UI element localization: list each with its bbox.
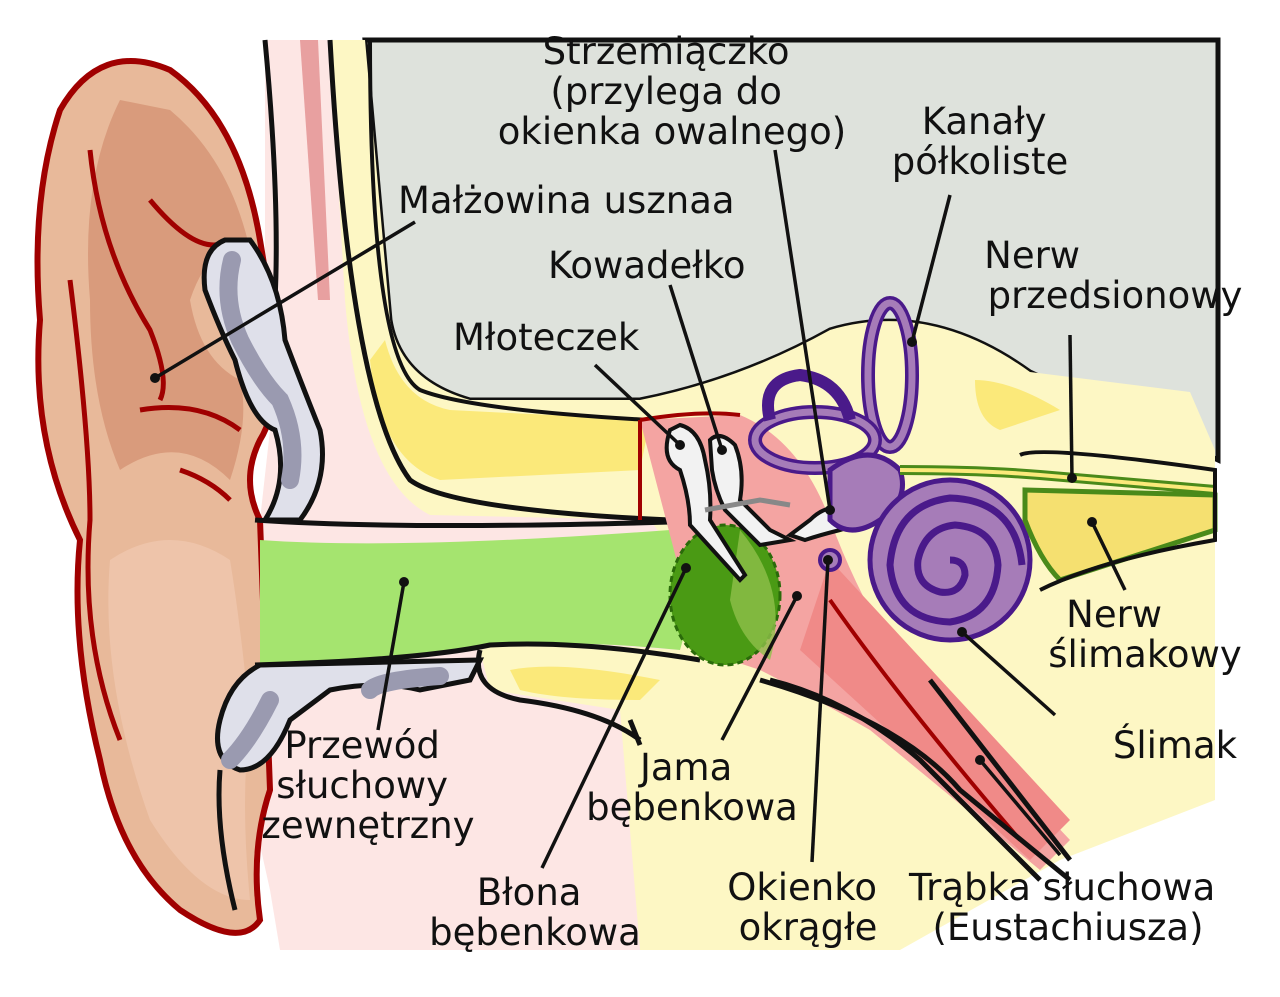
leader-blona [540, 567, 688, 869]
leader-dot-przewod [399, 577, 409, 587]
label-nerw-slimakowy: Nerw ślimakowy [1048, 593, 1241, 676]
label-malzowina: Małżowina usznaa [398, 179, 735, 222]
leader-dot-jama [792, 591, 802, 601]
tympanic-membrane-light [730, 530, 776, 660]
label-trabka: Trąbka słuchowa (Eustachiusza) [908, 866, 1227, 949]
label-strzemiaczko: Strzemiączko (przylega do okienka owalne… [498, 30, 846, 153]
tube-center-line [828, 598, 1022, 842]
leader-dot-slimak [957, 627, 967, 637]
label-kanaly: Kanały półkoliste [892, 100, 1069, 183]
leader-nerw-przedsionowy [1068, 334, 1074, 479]
leader-jama [720, 595, 799, 741]
label-okienko: Okienko okrągłe [727, 866, 889, 949]
head-skin [250, 40, 680, 950]
bone-yellow-highlight [370, 340, 650, 480]
ossicle-ligament [704, 497, 791, 513]
bone-yellow-highlight-2 [975, 380, 1060, 430]
cartilage-lower-tail [216, 769, 238, 911]
cartilage-lower-shade [221, 667, 449, 769]
leader-przewod [376, 581, 406, 731]
anatomy-illustration [34, 37, 1221, 950]
incus [707, 434, 797, 548]
leader-nerw-slimakowy [1090, 521, 1127, 591]
auricle-lobe [108, 540, 250, 900]
leader-dot-nerw-przedsionowy [1067, 473, 1077, 483]
canal-upper-outline-2 [368, 39, 651, 422]
leader-lines [150, 149, 1127, 869]
label-nerw-przedsionowy: Nerw przedsionowy [984, 234, 1242, 317]
auricle-fold-line-5 [179, 467, 232, 502]
leader-slimak [960, 630, 1057, 717]
label-mloteczek: Młoteczek [453, 316, 640, 359]
inner-ear [748, 296, 1033, 643]
ear-canal [260, 530, 700, 665]
semicircular-canal-1-fill [864, 299, 916, 451]
label-kowadelko: Kowadełko [548, 244, 746, 287]
leader-dot-trabka [975, 755, 985, 765]
leader-kowadelko [668, 284, 724, 451]
leader-dot-okienko [823, 555, 833, 565]
malleus [664, 422, 748, 583]
auricle-fold-line-2 [139, 405, 242, 433]
leader-dot-mloteczek [675, 440, 685, 450]
vestibular-nerve-inner [899, 468, 1216, 492]
leader-malzowina [154, 220, 416, 380]
semicircular-canal-3 [762, 368, 856, 422]
ear-canal-top-line [254, 517, 671, 529]
leader-dot-kanaly [907, 337, 917, 347]
head-left-outline [262, 39, 279, 301]
labels: Strzemiączko (przylega do okienka owalne… [261, 30, 1242, 954]
leader-dot-strzemiaczko [825, 505, 835, 515]
leader-strzemiaczko [773, 149, 832, 511]
leader-dot-malzowina [150, 373, 160, 383]
cartilage-upper-shade [219, 251, 302, 489]
tube-outline-2 [928, 678, 1072, 862]
leader-trabka [978, 758, 1062, 857]
leader-dot-kowadelko [717, 445, 727, 455]
bone-yellow-highlight-3 [510, 666, 660, 700]
auricle-fold-line-3 [67, 279, 123, 741]
leader-mloteczek [593, 363, 682, 447]
auricle-fold-line-1 [87, 149, 166, 402]
leader-okienko [810, 559, 830, 863]
leader-kanaly [910, 194, 952, 343]
leader-dot-blona [681, 563, 691, 573]
bone-bottom-outline [475, 649, 1072, 882]
canal-upper-outline [327, 39, 671, 523]
cochlea-spiral [886, 494, 1026, 626]
nerve-sheath [1019, 450, 1217, 592]
label-jama: Jama bębenkowa [586, 746, 798, 829]
leader-dot-nerw-slimakowy [1087, 517, 1097, 527]
label-slimak: Ślimak [1113, 723, 1238, 767]
label-przewod: Przewód słuchowy zewnętrzny [261, 724, 474, 847]
auricle-inner-fold [88, 100, 250, 480]
head-skin-red-strip [300, 40, 330, 300]
ear-canal-bottom-line [254, 641, 701, 668]
label-blona: Błona bębenkowa [429, 871, 641, 954]
